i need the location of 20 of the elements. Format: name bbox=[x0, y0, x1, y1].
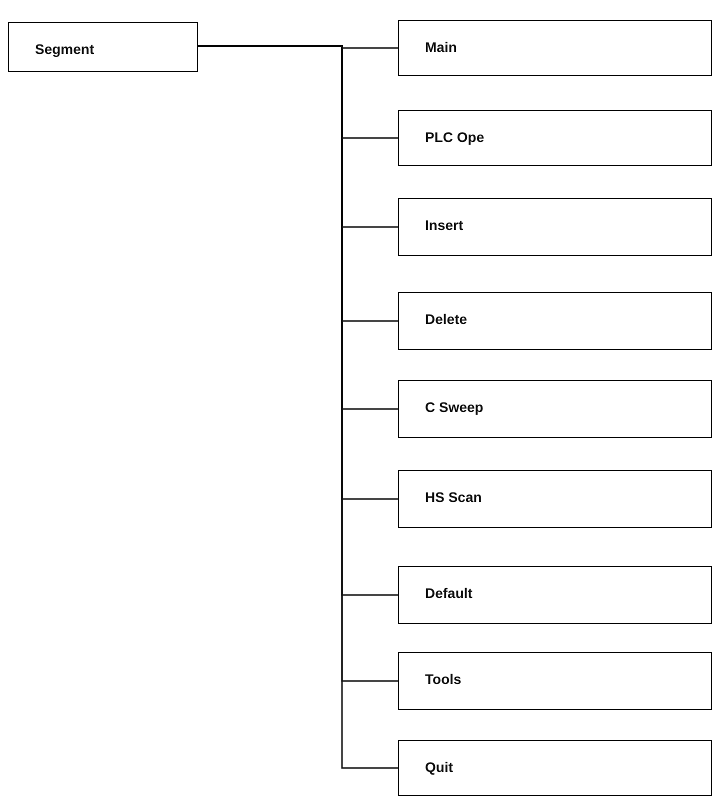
menu-label: Quit bbox=[425, 759, 453, 775]
menu-label: C Sweep bbox=[425, 399, 484, 415]
menu-box bbox=[398, 110, 712, 166]
menu-label: PLC Ope bbox=[425, 129, 484, 145]
menu-box bbox=[398, 20, 712, 76]
menu-label: Segment bbox=[35, 41, 94, 57]
menu-box bbox=[398, 652, 712, 710]
menu-box bbox=[398, 470, 712, 528]
menu-label: Tools bbox=[425, 671, 462, 687]
menu-box bbox=[8, 22, 198, 72]
menu-label: Default bbox=[425, 585, 472, 601]
menu-box bbox=[398, 380, 712, 438]
menu-box bbox=[398, 566, 712, 624]
menu-label: HS Scan bbox=[425, 489, 482, 505]
menu-label: Main bbox=[425, 39, 457, 55]
menu-box bbox=[398, 198, 712, 256]
menu-label: Insert bbox=[425, 217, 464, 233]
menu-box bbox=[398, 740, 712, 796]
menu-label: Delete bbox=[425, 311, 468, 327]
menu-box bbox=[398, 292, 712, 350]
